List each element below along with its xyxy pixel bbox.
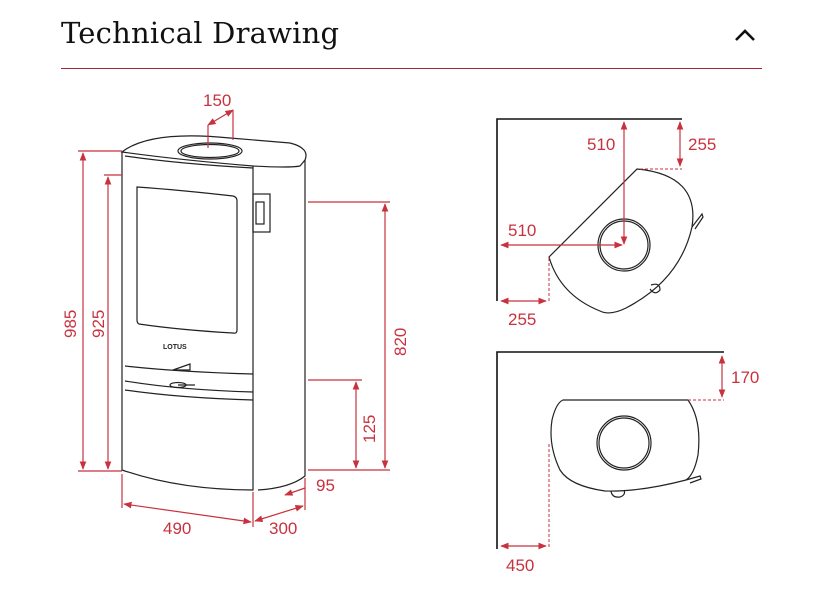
brand-logo: LOTUS (163, 344, 187, 351)
section-title: Technical Drawing (61, 16, 340, 50)
dim-flue-150: 150 (203, 91, 231, 110)
dim-offset-95: 95 (316, 476, 335, 495)
section-header: Technical Drawing (61, 10, 762, 69)
dim-height-925: 925 (89, 310, 108, 338)
corner-installation-plan: 510 255 510 255 (496, 118, 716, 329)
chevron-up-icon (735, 29, 755, 41)
dim-width-490: 490 (163, 519, 191, 538)
dim-side-clearance-450: 450 (506, 556, 534, 575)
wall-installation-plan: 170 450 (496, 351, 759, 575)
stove-front-view: LOTUS (120, 135, 307, 491)
dim-rear-clearance-170: 170 (731, 368, 759, 387)
dim-depth-300: 300 (269, 519, 297, 538)
dim-outlet-820: 820 (391, 328, 410, 356)
dim-clearance-255-side: 255 (508, 310, 536, 329)
dim-center-510-vertical: 510 (587, 135, 615, 154)
dim-center-510-horizontal: 510 (508, 221, 536, 240)
dim-inlet-125: 125 (360, 415, 379, 443)
front-view-dimensions: 150 985 925 820 125 95 490 300 (61, 91, 410, 538)
collapse-toggle-button[interactable] (732, 22, 758, 48)
dim-clearance-255-rear: 255 (688, 135, 716, 154)
dim-height-985: 985 (61, 310, 80, 338)
